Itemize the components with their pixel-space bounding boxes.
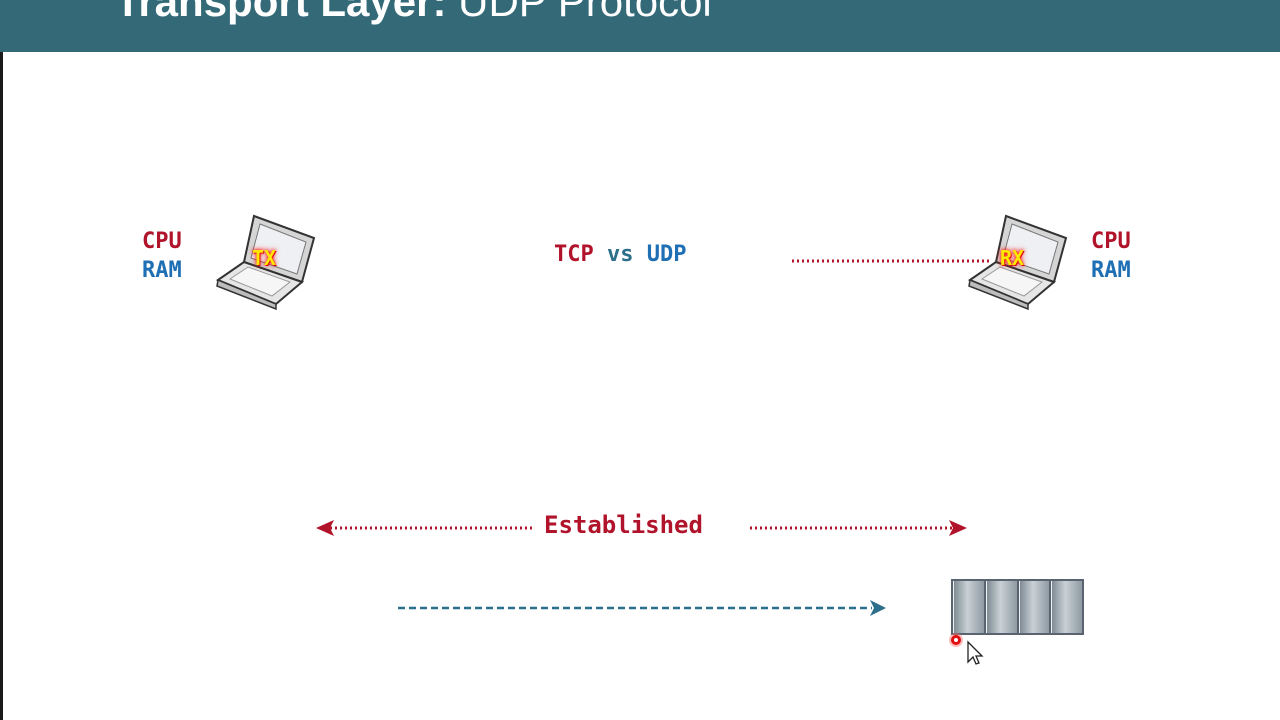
established-left-arrowhead xyxy=(316,520,334,536)
buffer-cell xyxy=(1051,581,1082,633)
udp-label: UDP xyxy=(646,242,687,267)
comparison-heading: TCP vs UDP xyxy=(554,242,687,267)
sender-tx-tag: TX xyxy=(252,246,277,270)
sender-ram-label: RAM xyxy=(142,258,182,283)
vs-label: vs xyxy=(607,242,634,267)
established-right-arrowhead xyxy=(949,520,967,536)
established-arrow xyxy=(316,520,967,536)
sender-cpu-label: CPU xyxy=(142,229,182,254)
slide-title-main: Transport Layer: xyxy=(115,0,447,25)
receiver-rx-tag: RX xyxy=(1000,246,1025,270)
mouse-cursor-icon xyxy=(949,633,984,665)
slide-title: Transport Layer: UDP Protocol xyxy=(115,0,712,26)
receiver-laptop-icon xyxy=(967,214,1068,310)
receiver-cpu-label: CPU xyxy=(1091,229,1131,254)
data-transfer-arrow xyxy=(398,600,886,616)
receive-buffer xyxy=(951,579,1084,635)
tcp-label: TCP xyxy=(554,242,594,267)
buffer-cell xyxy=(953,581,984,633)
receiver-ram-label: RAM xyxy=(1091,258,1131,283)
established-label: Established xyxy=(544,511,703,539)
slide-title-sub: UDP Protocol xyxy=(446,0,712,25)
sender-laptop-icon xyxy=(215,214,316,310)
slide-header: Transport Layer: UDP Protocol xyxy=(0,0,1280,52)
buffer-cell xyxy=(985,581,1017,633)
left-border xyxy=(0,52,3,720)
data-arrowhead xyxy=(870,600,886,616)
buffer-cell xyxy=(1018,581,1050,633)
